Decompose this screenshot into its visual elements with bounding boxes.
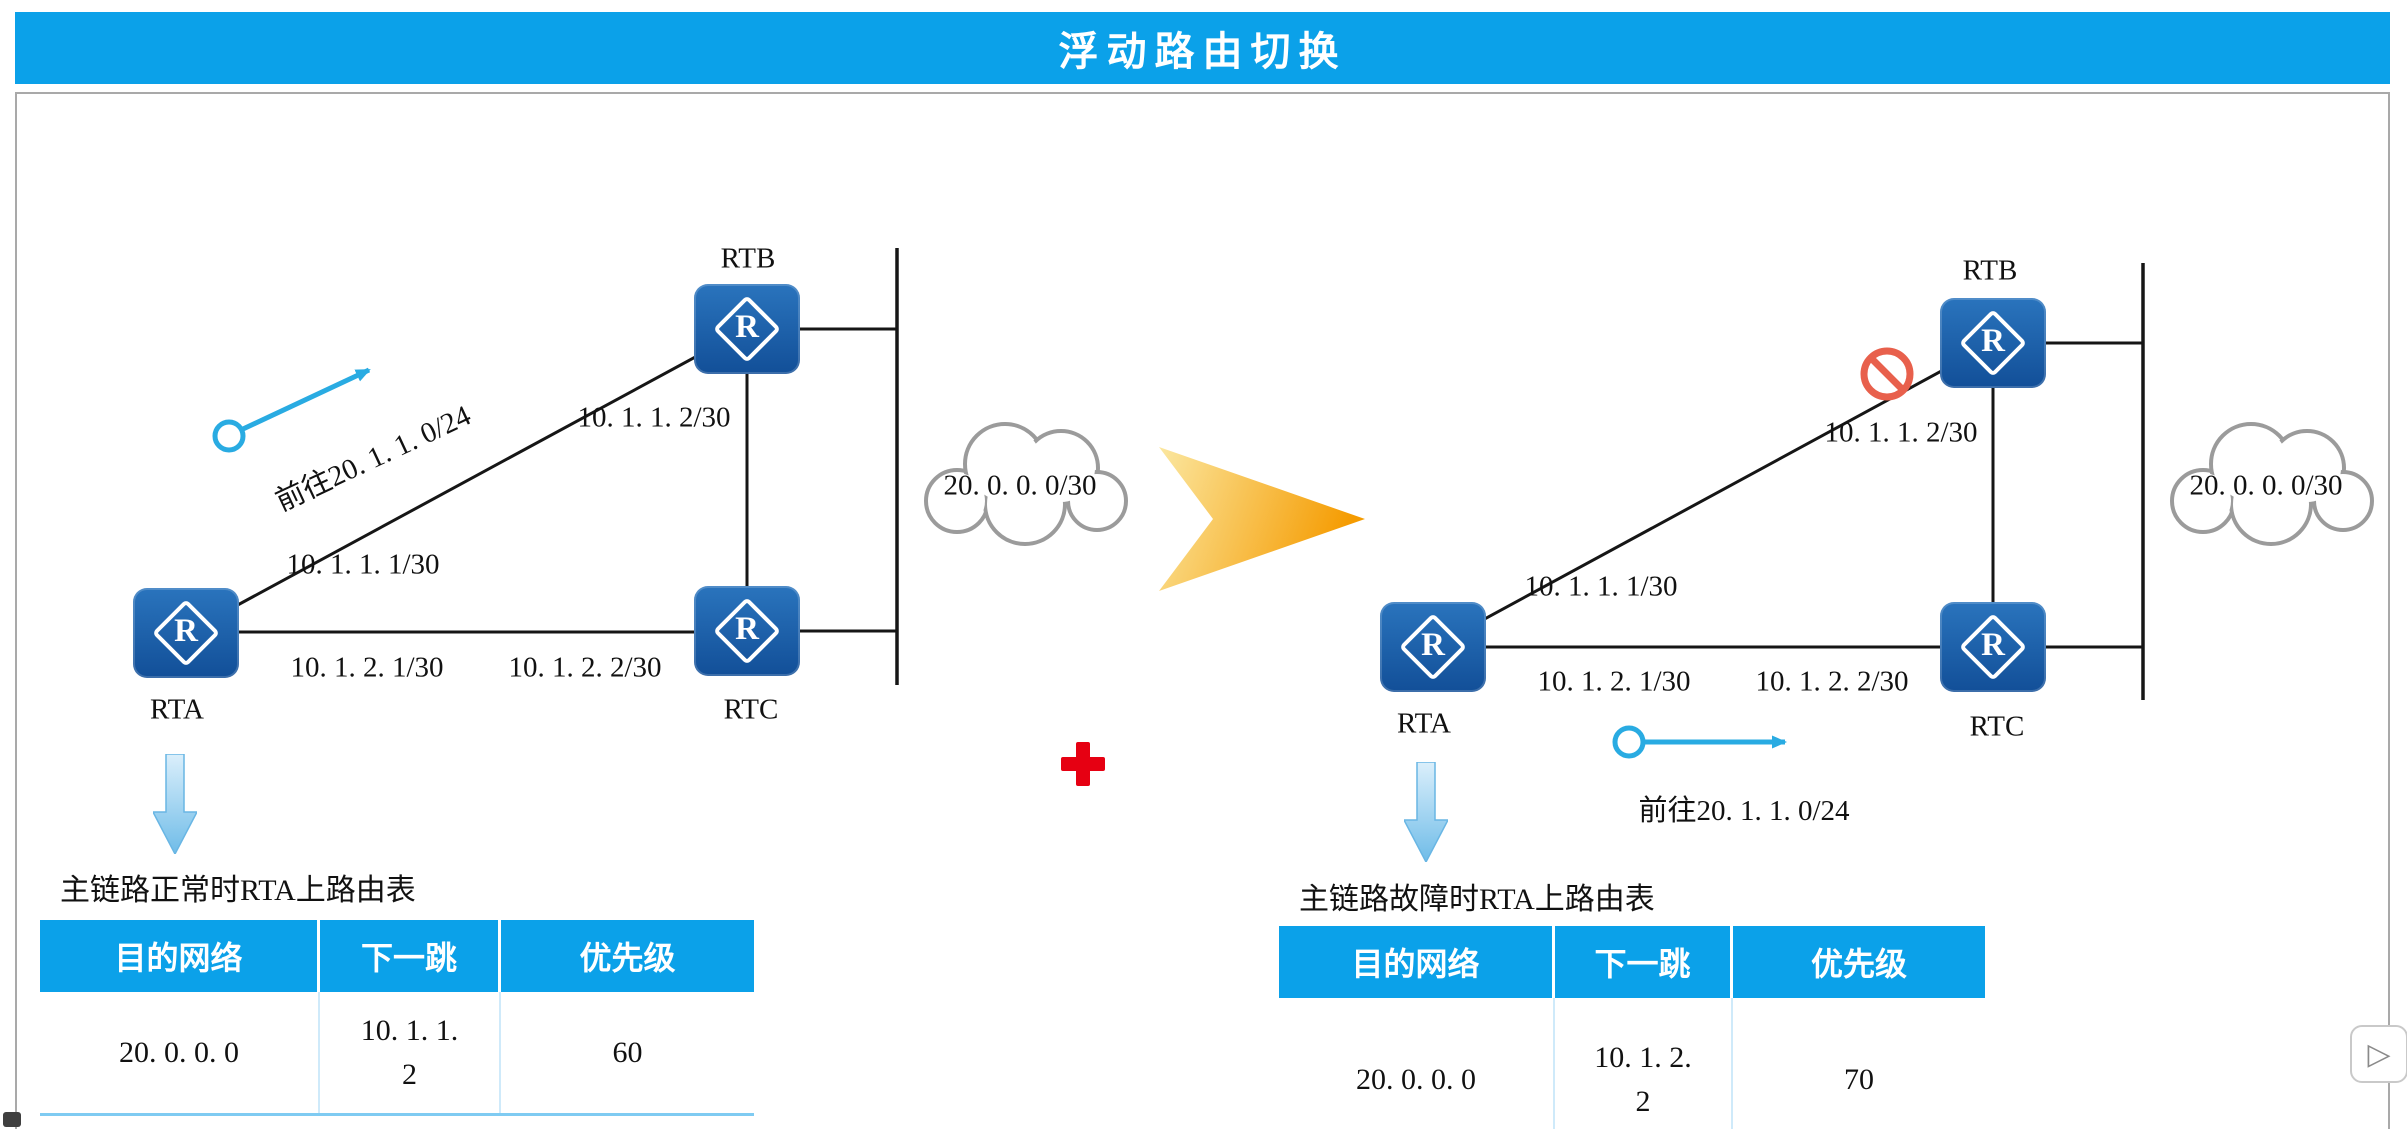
column-header: 优先级 [501,920,754,992]
column-header: 下一跳 [1555,926,1733,998]
router-name-rta-right: RTA [1397,707,1451,740]
link-label: 10. 1. 2. 1/30 [290,651,444,684]
router-letter: R [174,613,198,650]
router-name-rtc-right: RTC [1969,710,2025,743]
page-title: 浮动路由切换 [1058,30,1347,74]
cell-priority: 60 [612,1035,643,1069]
router-rtb-left: R [694,284,800,374]
router-letter: R [735,309,759,346]
router-letter: R [1981,627,2005,664]
cell-priority: 70 [1844,1062,1874,1096]
title-bar: 浮动路由切换 [15,12,2390,84]
router-rta-right: R [1380,602,1486,692]
cloud-label: 20. 0. 0. 0/30 [2189,469,2343,502]
cloud-icon [2170,422,2374,546]
no-entry-icon [1859,346,1915,402]
routing-table-right: 目的网络 下一跳 优先级 20. 0. 0. 0 10. 1. 2. 2 70 [1279,926,1985,1129]
flow-label-right: 前往20. 1. 1. 0/24 [1638,795,1850,827]
router-name-rta-left: RTA [150,693,204,726]
down-arrow-icon [1402,761,1450,864]
play-icon: ▷ [2367,1037,2391,1071]
table-title-right: 主链路故障时RTA上路由表 [1299,883,1655,916]
router-name-rtb-right: RTB [1962,254,2018,287]
link-label: 10. 1. 1. 1/30 [1524,570,1678,603]
router-rtc-left: R [694,586,800,676]
topology-lines [185,248,2145,759]
cloud-label: 20. 0. 0. 0/30 [943,469,1097,502]
cloud-icon [924,422,1128,546]
cell-destination: 20. 0. 0. 0 [1279,998,1555,1129]
transition-arrow-icon [1159,441,1369,597]
column-header: 目的网络 [1279,926,1555,998]
router-name-rtc-left: RTC [723,693,779,726]
link-label: 10. 1. 2. 2/30 [508,651,662,684]
router-letter: R [1981,323,2005,360]
play-button[interactable]: ▷ [2350,1025,2407,1083]
corner-fragment [3,1112,21,1127]
cell-destination: 20. 0. 0. 0 [40,992,320,1113]
table-row: 20. 0. 0. 0 10. 1. 1. 2 60 [40,992,754,1116]
table-header-row: 目的网络 下一跳 优先级 [40,920,754,992]
plus-icon [1061,742,1105,786]
link-label: 10. 1. 2. 1/30 [1537,665,1691,698]
link-label: 10. 1. 1. 2/30 [1824,416,1978,449]
routing-table-left: 目的网络 下一跳 优先级 20. 0. 0. 0 10. 1. 1. 2 60 [40,920,754,1116]
link-label: 10. 1. 1. 2/30 [577,401,731,434]
cloud-left: 20. 0. 0. 0/30 [905,406,1135,552]
cloud-right: 20. 0. 0. 0/30 [2151,406,2381,552]
router-rta-left: R [133,588,239,678]
cell-next-hop: 10. 1. 1. 2 [320,992,501,1113]
router-letter: R [1421,627,1445,664]
router-letter: R [735,611,759,648]
router-rtc-right: R [1940,602,2046,692]
link-label: 10. 1. 1. 1/30 [286,548,440,581]
router-rtb-right: R [1940,298,2046,388]
table-header-row: 目的网络 下一跳 优先级 [1279,926,1985,998]
table-row: 20. 0. 0. 0 10. 1. 2. 2 70 [1279,998,1985,1129]
router-name-rtb-left: RTB [720,242,776,275]
table-title-left: 主链路正常时RTA上路由表 [60,874,416,907]
column-header: 下一跳 [320,920,501,992]
diagram-canvas: R R R RTB RTA RTC 10. 1. 1. 2/30 10. 1. … [15,92,2390,1129]
down-arrow-icon [151,753,199,856]
column-header: 目的网络 [40,920,320,992]
cell-next-hop: 10. 1. 2. 2 [1555,998,1733,1129]
column-header: 优先级 [1733,926,1985,998]
link-label: 10. 1. 2. 2/30 [1755,665,1909,698]
